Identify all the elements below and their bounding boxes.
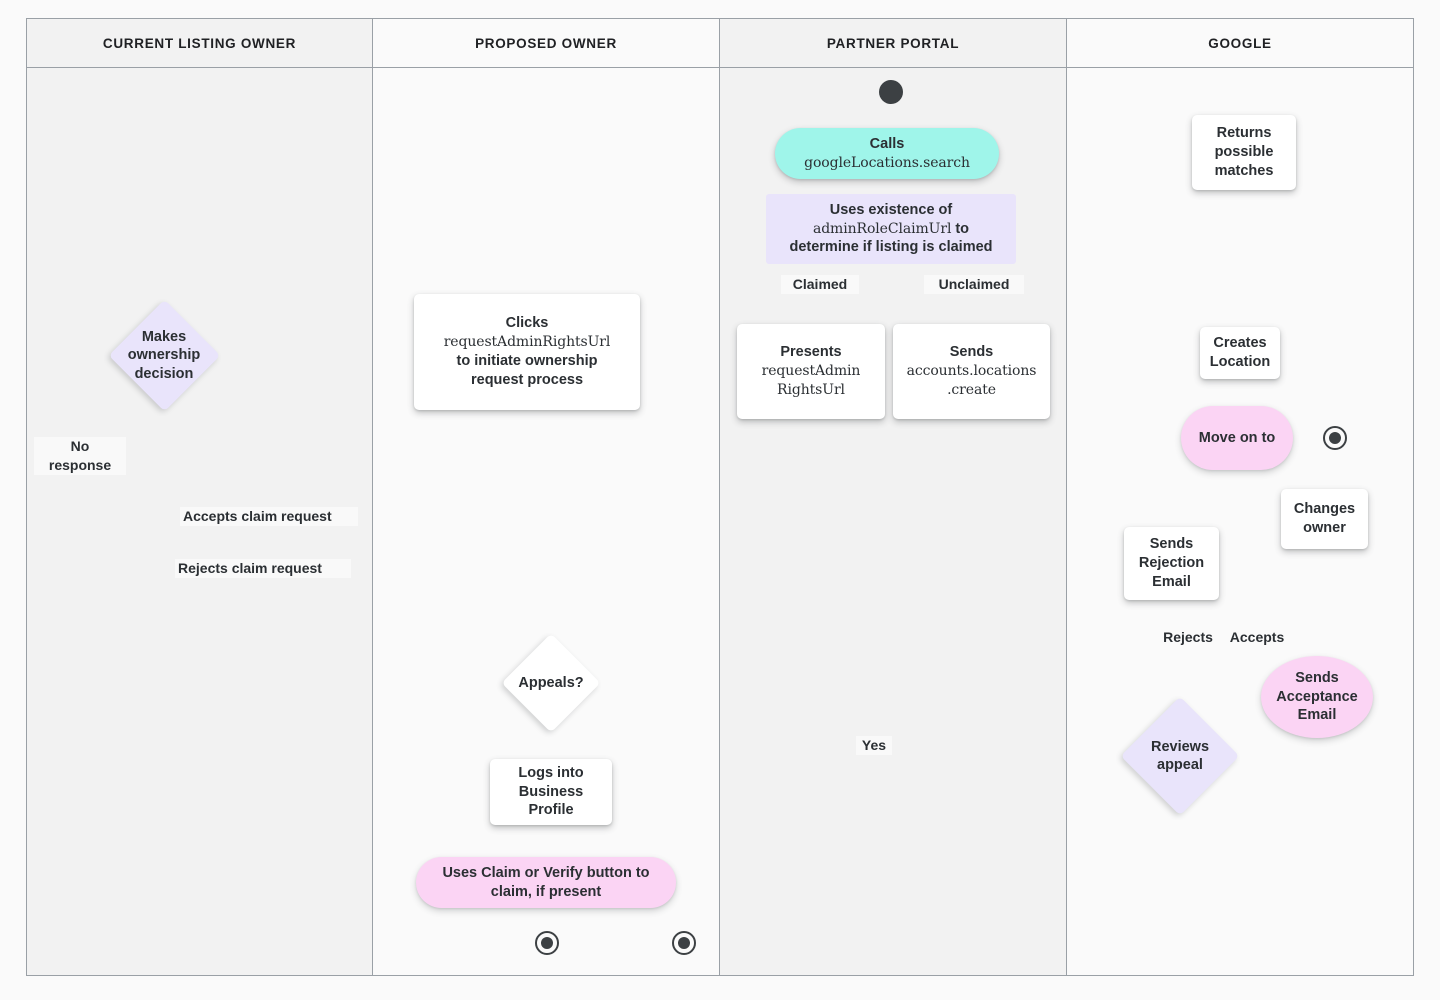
node-logs-into-business-profile[interactable]: Logs into Business Profile xyxy=(490,759,612,825)
edge-label-accepts-claim-request: Accepts claim request xyxy=(180,507,358,526)
node-text: Sends Rejection Email xyxy=(1138,536,1205,590)
node-changes-owner[interactable]: Changes owner xyxy=(1281,489,1368,549)
node-line-3: RightsUrl xyxy=(777,381,845,398)
node-text: Reviews appeal xyxy=(1150,738,1210,773)
node-text: Move on to xyxy=(1198,429,1276,446)
node-appeals-decision[interactable]: Appeals? xyxy=(501,633,601,733)
node-move-on-to[interactable]: Move on to xyxy=(1181,406,1293,470)
edge-label-rejects-claim-request: Rejects claim request xyxy=(175,559,351,578)
end-node-acceptance-flow xyxy=(672,931,696,955)
lane-header-current-listing-owner: CURRENT LISTING OWNER xyxy=(26,18,373,68)
node-line-3: determine if listing is claimed xyxy=(789,239,993,256)
edge-label-unclaimed: Unclaimed xyxy=(924,275,1024,294)
node-sends-rejection-email[interactable]: Sends Rejection Email xyxy=(1124,527,1219,600)
lane-header-partner-portal: PARTNER PORTAL xyxy=(720,18,1067,68)
lane-header-proposed-owner: PROPOSED OWNER xyxy=(373,18,720,68)
node-creates-location[interactable]: Creates Location xyxy=(1200,327,1280,379)
node-returns-possible-matches[interactable]: Returns possible matches xyxy=(1192,115,1296,190)
lane-header-label: PARTNER PORTAL xyxy=(826,35,960,51)
node-text: Changes owner xyxy=(1293,501,1356,536)
node-line-1: Clicks xyxy=(505,315,549,332)
lane-header-google: GOOGLE xyxy=(1067,18,1414,68)
node-code: requestAdminRightsUrl xyxy=(443,334,611,351)
node-line-2: requestAdmin xyxy=(761,363,861,380)
node-uses-claim-or-verify-button[interactable]: Uses Claim or Verify button to claim, if… xyxy=(416,857,676,908)
edge-label-rejects: Rejects xyxy=(1152,628,1224,647)
node-code: adminRoleClaimUrl xyxy=(812,220,952,237)
node-line-1: Presents xyxy=(780,344,842,361)
node-sends-accounts-locations-create[interactable]: Sends accounts.locations .create xyxy=(893,324,1050,419)
node-text: Uses Claim or Verify button to claim, if… xyxy=(442,864,650,900)
node-calls-google-locations-search[interactable]: Calls googleLocations.search xyxy=(775,128,999,179)
node-text: Appeals? xyxy=(518,674,584,691)
node-text: Creates Location xyxy=(1209,335,1271,370)
node-line-2: googleLocations.search xyxy=(804,154,970,171)
node-text: Logs into Business Profile xyxy=(518,764,584,819)
node-line-3: request process xyxy=(470,371,584,388)
lane-header-label: CURRENT LISTING OWNER xyxy=(102,35,297,51)
node-line-2: to initiate ownership xyxy=(456,353,598,369)
node-sends-acceptance-email[interactable]: Sends Acceptance Email xyxy=(1261,656,1373,738)
node-presents-request-admin-rights-url[interactable]: Presents requestAdmin RightsUrl xyxy=(737,324,885,419)
node-text: Makes ownership decision xyxy=(127,329,201,382)
edge-label-claimed: Claimed xyxy=(781,275,859,294)
node-line-2: to xyxy=(951,220,970,237)
node-line-1: Sends xyxy=(949,344,994,361)
node-text: Sends Acceptance Email xyxy=(1276,669,1358,724)
lane-header-label: GOOGLE xyxy=(1208,35,1272,51)
node-line-2: accounts.locations xyxy=(906,363,1037,380)
edge-label-no-response: No response xyxy=(34,437,126,475)
end-node-claim-flow xyxy=(535,931,559,955)
edge-label-accepts: Accepts xyxy=(1219,628,1295,647)
end-node-move-on-to xyxy=(1323,426,1347,450)
node-line-3: .create xyxy=(947,381,996,398)
node-text: Returns possible matches xyxy=(1214,125,1274,179)
node-line-1: Uses existence of xyxy=(829,201,953,218)
node-line-1: Calls xyxy=(869,135,905,152)
node-makes-ownership-decision[interactable]: Makes ownership decision xyxy=(108,299,221,412)
start-node xyxy=(879,80,903,104)
node-reviews-appeal[interactable]: Reviews appeal xyxy=(1120,696,1240,816)
lane-header-label: PROPOSED OWNER xyxy=(475,35,617,51)
node-clicks-request-admin-rights-url[interactable]: Clicks requestAdminRightsUrl to initiate… xyxy=(414,294,640,410)
node-uses-existence-of-admin-role-claim-url[interactable]: Uses existence of adminRoleClaimUrl to d… xyxy=(766,194,1016,264)
edge-label-yes: Yes xyxy=(856,736,892,755)
